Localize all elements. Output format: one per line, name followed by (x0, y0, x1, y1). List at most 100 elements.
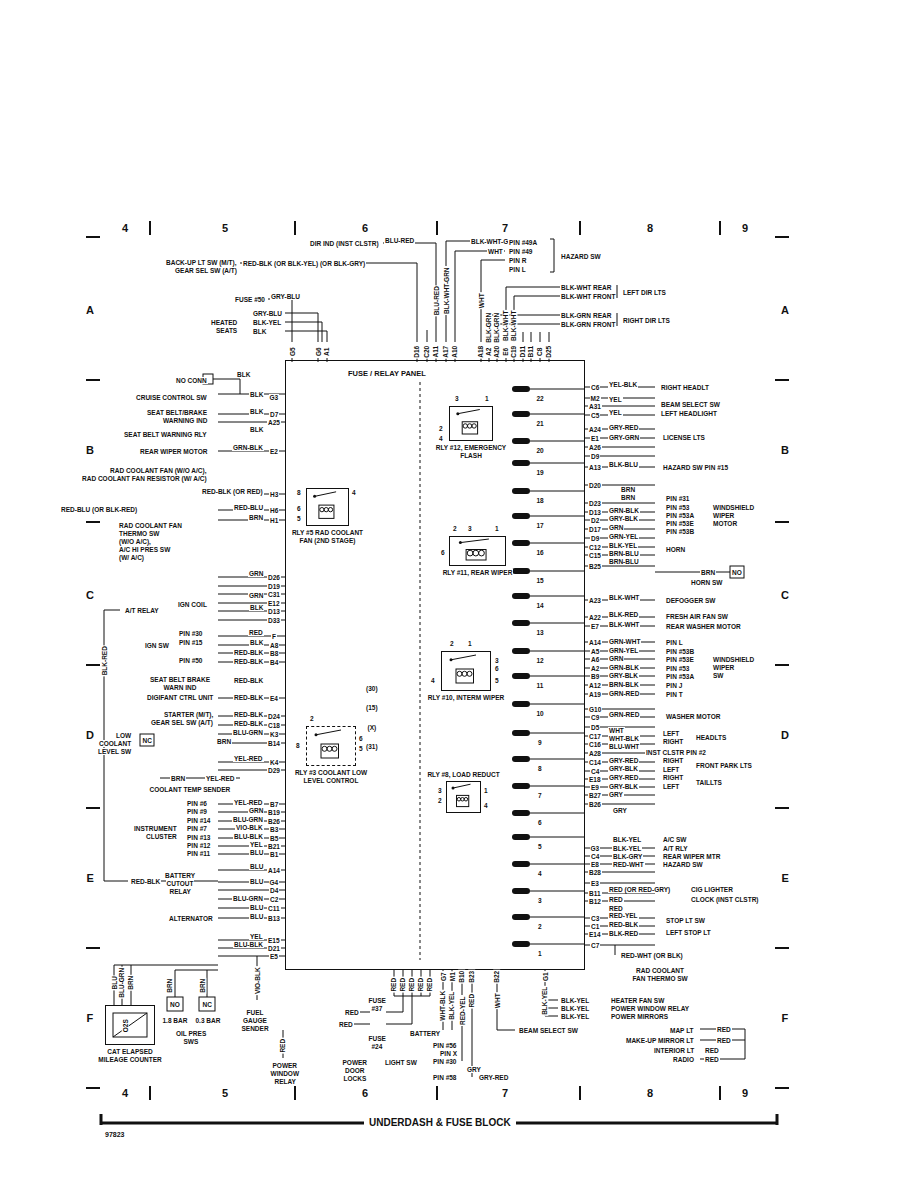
wire-label: 6 (358, 735, 364, 742)
relay-contact (315, 492, 337, 497)
grid-tick (86, 521, 100, 523)
wire-label: B23 (468, 969, 475, 983)
wire-label: C4 (590, 853, 600, 860)
grid-tick (775, 379, 789, 381)
diagram-title: UNDERDASH & FUSE BLOCK (364, 1117, 516, 1129)
wire (322, 322, 323, 342)
wire-label: RED (338, 1021, 354, 1028)
switch-symbols (140, 374, 744, 1011)
wire-label: BLK-GRN (493, 311, 500, 343)
switch-box (140, 734, 154, 746)
wire-label: B4 (269, 659, 279, 666)
wire-label: IGN COIL (177, 601, 208, 608)
wire (417, 263, 418, 342)
wire-label: GRY-RED (608, 757, 639, 764)
wire-label: B (85, 444, 95, 457)
wire-label: BLU-GRN (232, 816, 264, 823)
wire-label: VIO-BLK (253, 966, 260, 995)
wire-label: F (86, 1012, 95, 1025)
switch-box (167, 997, 183, 1011)
wire (530, 786, 585, 787)
wire-label: B27 (588, 792, 602, 799)
counter-mark (113, 1013, 147, 1037)
wire-label: BLU-BLK (233, 941, 264, 948)
wire-label: HAZARD SW (560, 253, 602, 260)
wire-label: BLK-RED (608, 611, 639, 618)
wire-label: RED (716, 1037, 732, 1044)
relay-box: RLY #3 COOLANT LOW LEVEL CONTROL (306, 726, 356, 766)
relay-box: RLY #11, REAR WIPER (449, 536, 506, 566)
wire-label: BLK-YEL (541, 985, 548, 1015)
wire-label: BLU (249, 849, 264, 856)
wire-label: A23 (588, 597, 602, 604)
wire-label: 5 (221, 1087, 229, 1100)
wire-label: RED-WHT (OR BLK) (620, 952, 684, 959)
wire-label: BLK-YEL (448, 990, 455, 1020)
grid-tick (86, 236, 100, 238)
wire-label: BLK-GRY (612, 853, 643, 860)
wire-label: A8 (269, 642, 279, 649)
wire-label: GRY (608, 791, 624, 798)
wire-label: C17 (588, 733, 602, 740)
wire-label: BLU-BLK (233, 833, 264, 840)
wire-label: PIN #53E (665, 656, 695, 663)
wire-label: WHT (608, 727, 625, 734)
wire-label: B28 (588, 869, 602, 876)
wire-label: FUSE #50 (234, 296, 266, 303)
wire-label: RED (399, 976, 406, 992)
wire-label: PIN #31 (665, 495, 691, 502)
wire-label: MAP LT (669, 1027, 695, 1034)
title-rule-end (776, 1114, 779, 1125)
wire-label: E8 (590, 861, 600, 868)
wire-label: F (271, 633, 277, 640)
contact-dot (313, 495, 316, 498)
wire (530, 441, 585, 442)
wire-label: D2 (590, 517, 600, 524)
wire-label: FUEL (246, 1009, 265, 1016)
wire-label: PIN #30 (432, 1058, 458, 1065)
wire-label: RED-BLK (233, 658, 264, 665)
contact-dot (459, 541, 462, 544)
wire-label: D13 (588, 509, 602, 516)
wire-label: RED (468, 992, 475, 1008)
wire-label: E4 (269, 695, 279, 702)
coil-turn (463, 424, 467, 428)
wire-label: 5 (494, 677, 500, 684)
wire-label: B11 (588, 890, 602, 897)
wire-label: DIR IND (INST CLSTR) (309, 240, 380, 247)
wire-label: 14 (536, 602, 545, 609)
wire-label: 13 (536, 629, 545, 636)
wire-label: ALTERNATOR (168, 915, 214, 922)
wire-label: B13 (267, 915, 281, 922)
wire-label: THERMO SW (118, 530, 160, 537)
wire-label: BLU (249, 913, 264, 920)
relay-symbol (446, 781, 481, 813)
contact-dot (450, 658, 453, 661)
grid-tick (86, 1087, 100, 1089)
wire-label: PIN #53 (665, 504, 691, 511)
wire-label: H3 (269, 491, 279, 498)
wire-label: M2 (590, 395, 601, 402)
coil-turn (472, 424, 476, 428)
wire-label: BATTERY (164, 872, 196, 879)
fuse-symbol (512, 861, 530, 867)
wire-label: RED-BLK (OR RED) (201, 488, 264, 495)
coil-turn (332, 746, 337, 751)
wire-label: B5 (269, 835, 279, 842)
wire-label: RED-BLK (233, 720, 264, 727)
wire (531, 332, 532, 342)
counter-body (113, 1013, 147, 1037)
coil-turn (473, 550, 479, 556)
wire-label: E3 (590, 880, 600, 887)
wire (285, 331, 327, 332)
wire (285, 313, 318, 314)
relay-symbol (105, 1005, 155, 1045)
wire (530, 864, 585, 865)
wire-label: WHT (477, 292, 484, 309)
node-label: RLY #12, EMERGENCY FLASH (431, 444, 511, 460)
wire-label: G4 (269, 879, 280, 886)
wire (530, 651, 585, 652)
wire-label: D (85, 729, 95, 742)
wire (617, 285, 618, 298)
wire-label: GRN (248, 807, 264, 814)
